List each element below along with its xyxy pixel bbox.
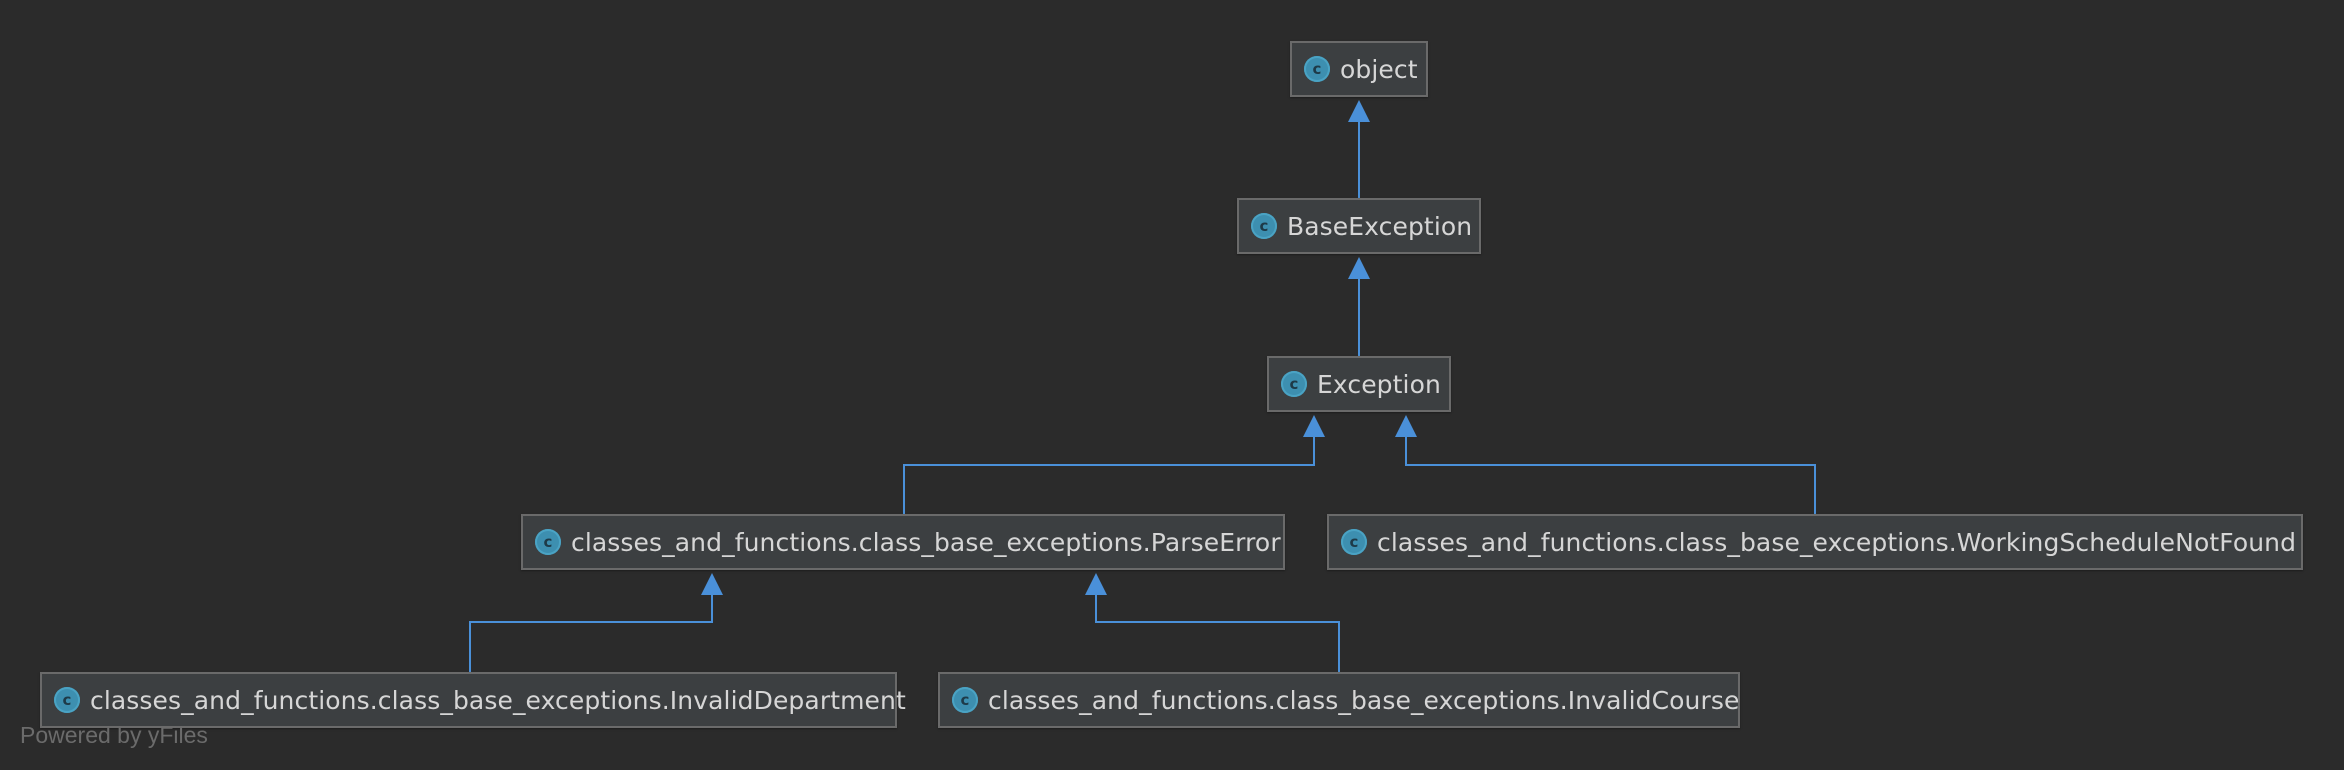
class-icon: c <box>535 529 561 555</box>
class-node-exception[interactable]: c Exception <box>1267 356 1451 412</box>
class-icon: c <box>1281 371 1307 397</box>
class-node-invalid-department[interactable]: c classes_and_functions.class_base_excep… <box>40 672 906 728</box>
class-node-base-exception[interactable]: c BaseException <box>1237 198 1481 254</box>
inheritance-arrowhead <box>1303 415 1325 437</box>
inheritance-edge-parse-error-to-exception <box>903 435 1315 514</box>
class-label-invalid-course: classes_and_functions.class_base_excepti… <box>988 685 1740 715</box>
class-icon: c <box>1304 56 1330 82</box>
class-label-working-schedule-not-found: classes_and_functions.class_base_excepti… <box>1377 527 2297 557</box>
inheritance-arrowhead <box>1348 257 1370 279</box>
class-node-object[interactable]: c object <box>1290 41 1428 97</box>
class-label-object: object <box>1340 54 1418 84</box>
class-label-invalid-department: classes_and_functions.class_base_excepti… <box>90 685 906 715</box>
class-node-parse-error[interactable]: c classes_and_functions.class_base_excep… <box>521 514 1285 570</box>
class-icon: c <box>54 687 80 713</box>
inheritance-edge-invalid-course-to-parse-error <box>1095 593 1340 672</box>
class-icon: c <box>1341 529 1367 555</box>
class-node-invalid-course[interactable]: c classes_and_functions.class_base_excep… <box>938 672 1740 728</box>
class-label-exception: Exception <box>1317 369 1441 399</box>
inheritance-edge-invalid-department-to-parse-error <box>469 593 713 672</box>
inheritance-arrowhead <box>701 573 723 595</box>
powered-by-label: Powered by yFiles <box>20 722 208 748</box>
class-node-working-schedule-not-found[interactable]: c classes_and_functions.class_base_excep… <box>1327 514 2303 570</box>
class-icon: c <box>952 687 978 713</box>
class-label-parse-error: classes_and_functions.class_base_excepti… <box>571 527 1281 557</box>
class-icon: c <box>1251 213 1277 239</box>
inheritance-arrowhead <box>1348 100 1370 122</box>
inheritance-arrowhead <box>1085 573 1107 595</box>
inheritance-arrowhead <box>1395 415 1417 437</box>
inheritance-edge-working-schedule-not-found-to-exception <box>1405 435 1816 514</box>
class-label-base-exception: BaseException <box>1287 211 1473 241</box>
